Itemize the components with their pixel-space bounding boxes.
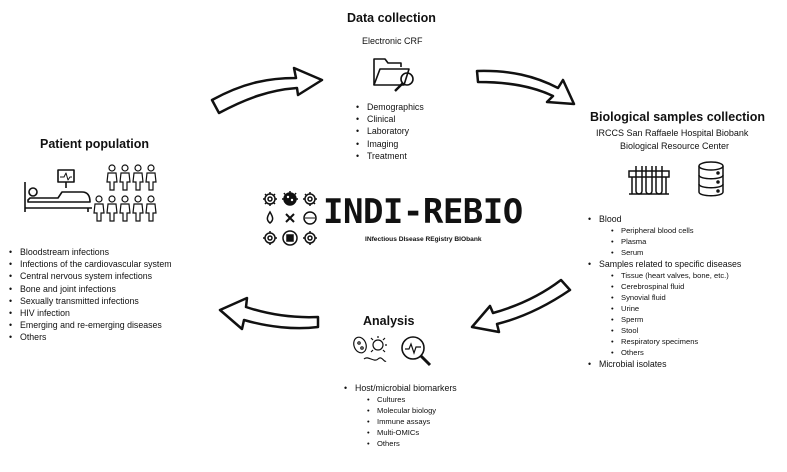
arrow-analysis-to-patient (218, 296, 320, 331)
patient-title: Patient population (40, 137, 150, 151)
list-item: Urine (611, 303, 741, 314)
list-item: Sperm (611, 314, 741, 325)
arrow-patient-to-data (210, 66, 324, 115)
list-item-microbial: Microbial isolates (588, 358, 741, 370)
list-item: Peripheral blood cells (611, 225, 741, 236)
logo-tagline: INfectious DIsease REgistry BIObank (365, 236, 482, 243)
list-item-blood: Blood Peripheral blood cells Plasma Seru… (588, 213, 741, 258)
samples-title: Biological samples collection (590, 110, 766, 124)
monitor-icon (57, 169, 75, 183)
list-item-specific: Samples related to specific diseases Tis… (588, 258, 741, 358)
magnifier-graph-icon (401, 336, 432, 367)
people-group-icon (93, 164, 157, 222)
list-item: Others (9, 331, 172, 343)
list-item: Treatment (356, 150, 424, 162)
biomarkers-label: Host/microbial biomarkers (355, 383, 457, 393)
list-item: Molecular biology (367, 405, 457, 416)
list-item: Stool (611, 325, 741, 336)
list-item-biomarkers: Host/microbial biomarkers Cultures Molec… (344, 382, 457, 449)
arrow-samples-to-analysis (470, 278, 572, 334)
list-item: Serum (611, 247, 741, 258)
samples-line1: IRCCS San Raffaele Hospital Biobank (596, 128, 749, 138)
blood-label: Blood (599, 214, 622, 224)
arrow-data-to-samples (475, 69, 576, 106)
list-item: Multi-OMICs (367, 427, 457, 438)
list-item: Demographics (356, 101, 424, 113)
data-collection-list: Demographics Clinical Laboratory Imaging… (356, 101, 424, 162)
list-item: Cultures (367, 394, 457, 405)
patient-list: Bloodstream infections Infections of the… (9, 246, 172, 344)
list-item: Infections of the cardiovascular system (9, 258, 172, 270)
test-tubes-icon (628, 166, 670, 195)
specific-label: Samples related to specific diseases (599, 259, 742, 270)
list-item: Plasma (611, 236, 741, 247)
list-item: Bone and joint infections (9, 283, 172, 295)
list-item: Immune assays (367, 416, 457, 427)
list-item: HIV infection (9, 307, 172, 319)
list-item: Cerebrospinal fluid (611, 281, 741, 292)
list-item: Tissue (heart valves, bone, etc.) (611, 270, 741, 281)
list-item: Clinical (356, 113, 424, 125)
data-collection-subtitle: Electronic CRF (362, 36, 423, 46)
analysis-list: Host/microbial biomarkers Cultures Molec… (344, 382, 457, 449)
folder-search-icon (373, 58, 414, 92)
microbes-icon (353, 336, 387, 362)
list-item: Laboratory (356, 125, 424, 137)
list-item: Central nervous system infections (9, 270, 172, 282)
database-icon (698, 161, 724, 197)
list-item: Emerging and re-emerging diseases (9, 319, 172, 331)
list-item: Sexually transmitted infections (9, 295, 172, 307)
list-item: Respiratory specimens (611, 336, 741, 347)
logo-name: INDI-REBIO (323, 192, 523, 232)
data-collection-title: Data collection (347, 11, 436, 25)
list-item: Others (611, 347, 741, 358)
logo-emblem-icon (263, 191, 317, 246)
list-item: Imaging (356, 138, 424, 150)
samples-list: Blood Peripheral blood cells Plasma Seru… (588, 213, 741, 371)
hospital-bed-icon (24, 169, 92, 212)
analysis-title: Analysis (363, 314, 415, 328)
samples-line2: Biological Resource Center (620, 141, 730, 151)
list-item: Others (367, 438, 457, 449)
list-item: Synovial fluid (611, 292, 741, 303)
list-item: Bloodstream infections (9, 246, 172, 258)
